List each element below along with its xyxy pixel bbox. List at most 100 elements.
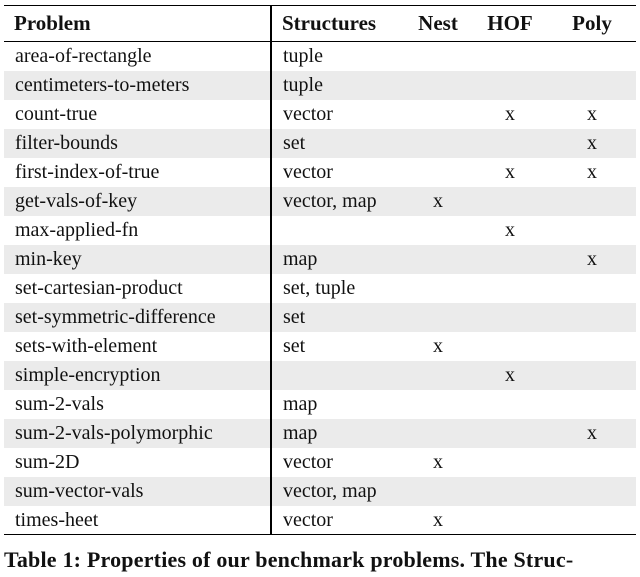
cell-structures: tuple — [283, 45, 323, 68]
cell-structures: vector — [271, 505, 404, 535]
cell-poly — [548, 448, 636, 477]
cell-hof — [472, 332, 548, 361]
cell-problem: centimeters-to-meters — [4, 70, 272, 100]
cell-nest — [404, 245, 472, 274]
table-row: sum-2-vals map — [4, 389, 636, 419]
cell-poly: x — [587, 132, 597, 154]
cell-structures: vector — [283, 161, 333, 183]
cell-poly — [548, 332, 636, 361]
table-header: Problem Structures Nest HOF Poly — [4, 5, 636, 42]
header-row: Problem Structures Nest HOF Poly — [4, 5, 636, 42]
benchmark-table: Problem Structures Nest HOF Poly area-of… — [4, 5, 636, 535]
header-problem: Problem — [4, 5, 272, 42]
cell-nest: x — [433, 451, 443, 473]
header-nest: Nest — [404, 5, 472, 42]
cell-hof: x — [505, 364, 515, 386]
cell-problem: max-applied-fn — [4, 215, 272, 245]
cell-problem: set-cartesian-product — [4, 273, 272, 303]
cell-hof: x — [505, 219, 515, 241]
cell-nest: x — [433, 190, 443, 212]
cell-nest — [404, 216, 472, 245]
cell-nest — [404, 158, 472, 187]
cell-structures — [271, 216, 404, 245]
cell-structures: tuple — [283, 74, 323, 96]
cell-hof — [472, 419, 548, 448]
cell-structures: set — [283, 306, 306, 328]
cell-problem: min-key — [4, 244, 272, 274]
cell-hof — [472, 274, 548, 303]
header-hof: HOF — [472, 5, 548, 42]
table-row: get-vals-of-key vector, map x — [4, 186, 636, 216]
cell-hof — [472, 505, 548, 535]
table-row: centimeters-to-meters tuple — [4, 70, 636, 100]
cell-structures: vector, map — [283, 480, 377, 502]
cell-nest — [404, 274, 472, 303]
cell-structures: vector — [283, 103, 333, 125]
cell-hof — [472, 303, 548, 332]
cell-structures: map — [283, 393, 318, 415]
cell-problem: first-index-of-true — [4, 157, 272, 187]
cell-structures — [271, 361, 404, 390]
table-row: first-index-of-true vector x x — [4, 157, 636, 187]
cell-problem: area-of-rectangle — [4, 41, 272, 71]
cell-problem: sum-2-vals-polymorphic — [4, 418, 272, 448]
cell-poly — [548, 216, 636, 245]
cell-nest — [404, 100, 472, 129]
cell-structures: set — [283, 335, 306, 357]
cell-hof — [472, 129, 548, 158]
cell-structures: set — [283, 132, 306, 154]
cell-nest — [404, 42, 472, 71]
cell-poly: x — [587, 422, 597, 444]
cell-nest — [404, 419, 472, 448]
cell-problem: times-heet — [4, 505, 272, 535]
cell-hof — [472, 42, 548, 71]
cell-problem: set-symmetric-difference — [4, 302, 272, 332]
table-caption: Table 1: Properties of our benchmark pro… — [4, 547, 574, 572]
cell-poly — [548, 390, 636, 419]
cell-structures: map — [283, 422, 318, 444]
cell-poly — [548, 42, 636, 71]
cell-structures: map — [283, 248, 318, 270]
cell-poly — [548, 477, 636, 506]
cell-poly: x — [587, 248, 597, 270]
table-row: count-true vector x x — [4, 99, 636, 129]
table-row: min-key map x — [4, 244, 636, 274]
cell-hof — [472, 390, 548, 419]
cell-hof — [472, 448, 548, 477]
cell-problem: get-vals-of-key — [4, 186, 272, 216]
cell-hof: x — [505, 103, 515, 125]
table-row: sum-2-vals-polymorphic map x — [4, 418, 636, 448]
table-row: max-applied-fn x — [4, 215, 636, 245]
table-row: set-cartesian-product set, tuple — [4, 273, 636, 303]
cell-problem: sets-with-element — [4, 331, 272, 361]
cell-poly — [548, 187, 636, 216]
cell-structures: set, tuple — [283, 277, 356, 299]
cell-nest — [404, 390, 472, 419]
cell-problem: count-true — [4, 99, 272, 129]
table-row: area-of-rectangle tuple — [4, 41, 636, 71]
cell-problem: sum-vector-vals — [4, 476, 272, 506]
cell-poly — [548, 361, 636, 390]
cell-nest — [404, 361, 472, 390]
header-structures: Structures — [271, 5, 404, 42]
cell-poly: x — [587, 161, 597, 183]
cell-poly — [548, 505, 636, 535]
cell-poly — [548, 303, 636, 332]
cell-structures: vector, map — [283, 190, 377, 212]
cell-hof — [472, 477, 548, 506]
table-row: simple-encryption x — [4, 360, 636, 390]
cell-poly: x — [587, 103, 597, 125]
cell-problem: sum-2-vals — [4, 389, 272, 419]
cell-hof — [472, 187, 548, 216]
cell-hof: x — [505, 161, 515, 183]
cell-problem: sum-2D — [4, 447, 272, 477]
cell-problem: simple-encryption — [4, 360, 272, 390]
cell-poly — [548, 274, 636, 303]
cell-nest — [404, 477, 472, 506]
cell-poly — [548, 71, 636, 100]
